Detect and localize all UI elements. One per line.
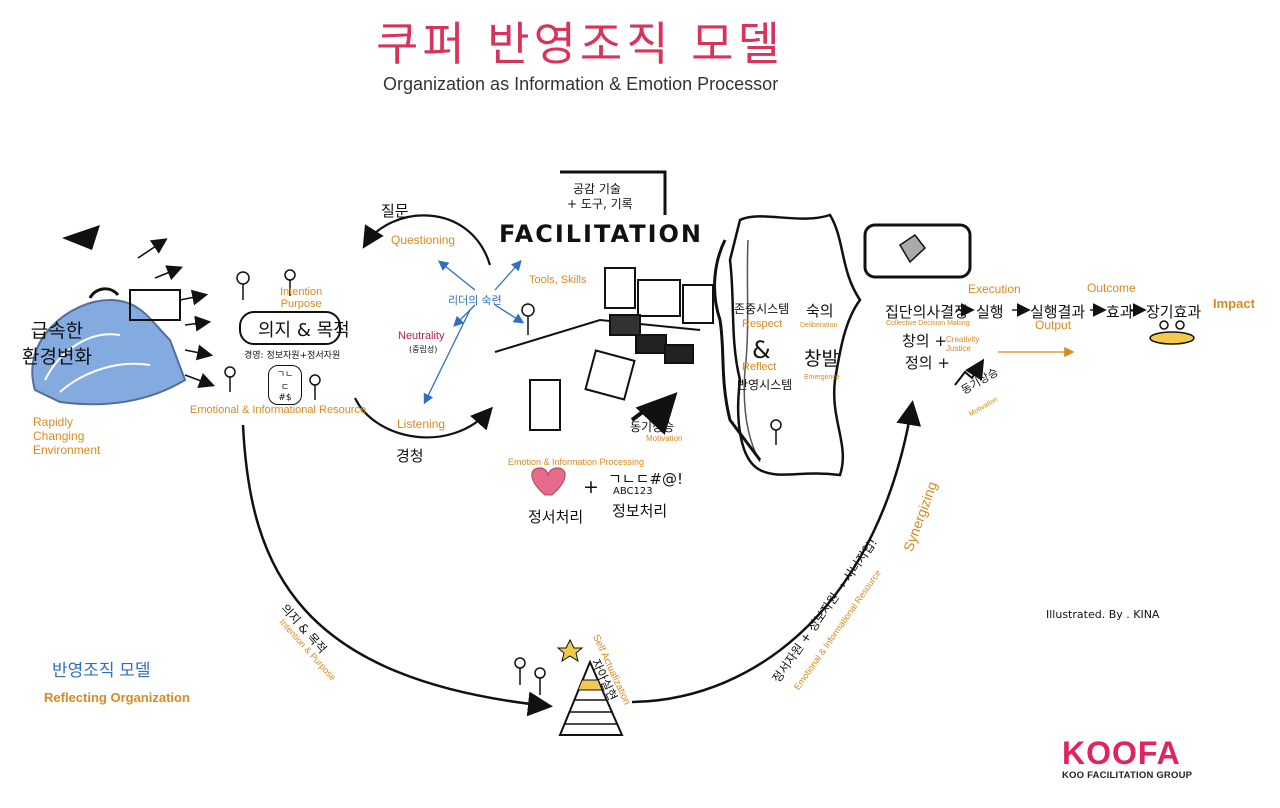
neutrality-en: Neutrality <box>398 330 445 342</box>
deliberation-ko: 숙의 <box>806 302 834 320</box>
symbols-line2: ABC123 <box>613 486 653 497</box>
tools-skills-en: Tools, Skills <box>529 274 587 286</box>
reflect-en: Reflect <box>742 361 777 373</box>
page-subtitle: Organization as Information & Emotion Pr… <box>383 74 779 94</box>
stick-figures <box>224 269 782 695</box>
facilitation-motivation-en: Motivation <box>646 434 683 443</box>
listening-arrow <box>354 397 493 439</box>
questioning-arrow <box>362 214 492 266</box>
page-title: 쿠퍼 반영조직 모델 <box>376 17 784 71</box>
info-processing-ko: 정보처리 <box>612 502 668 520</box>
facilitation-title: FACILITATION <box>499 220 703 248</box>
listening-en: Listening <box>397 417 446 431</box>
intention-badge: ㄱㄴㄷ #$ <box>268 365 302 405</box>
emotion-processing-ko: 정서처리 <box>528 508 584 526</box>
impact-group-icon <box>1149 331 1195 345</box>
plus-sign: + <box>583 476 599 498</box>
intention-box-outline <box>239 311 341 345</box>
environment-ko: 급속한 환경변화 <box>22 318 92 370</box>
outcome-en: Outcome <box>1087 281 1136 295</box>
questioning-ko: 질문 <box>381 202 409 220</box>
creativity-en: Creativity <box>946 335 980 344</box>
heart-icon <box>531 467 566 496</box>
intention-box-subtitle: 경영: 정보자원+정서자원 <box>244 351 341 361</box>
decision-motivation-arrow <box>954 358 985 386</box>
justice-ko: 정의 + <box>905 354 950 372</box>
justice-en: Justice <box>946 344 971 353</box>
output-en: Output <box>1035 318 1072 332</box>
output-ko: 실행결과 <box>1030 303 1086 321</box>
environment-ko-line2: 환경변화 <box>22 346 92 368</box>
leader-skill-arrows <box>423 260 525 405</box>
intention-purpose-en: Intention Purpose <box>280 286 322 310</box>
symbols-line1: ㄱㄴㄷ#@! <box>608 470 683 488</box>
neutrality-ko: (중립성) <box>409 345 438 354</box>
creativity-ko: 창의 + <box>902 332 947 350</box>
emergence-en: Emergence <box>804 374 840 381</box>
wave-illustration <box>31 225 187 406</box>
processing-en: Emotion & Information Processing <box>508 457 645 467</box>
motivation-arrow <box>630 392 678 436</box>
collective-decision-en: Collective Decision Making <box>886 320 970 327</box>
execution-en: Execution <box>968 282 1021 296</box>
respect-system-ko: 존중시스템 <box>734 302 790 316</box>
leader-skill-center: 리더의 숙련 <box>448 295 502 307</box>
impact-en: Impact <box>1213 296 1255 311</box>
deliberation-en: Deliberation <box>800 322 838 329</box>
facilitation-note-2: + 도구, 기록 <box>567 197 633 211</box>
intention-en-line2: Purpose <box>280 298 322 310</box>
collective-decision-ko: 집단의사결정 <box>885 303 968 321</box>
intention-resource-en: Emotional & Informational Resource <box>190 404 367 416</box>
facilitation-note-1: 공감 기술 <box>573 182 621 196</box>
long-term-effect-ko: 장기효과 <box>1146 303 1202 321</box>
emergence-ko: 창발 <box>804 348 839 370</box>
loop-arrow-right <box>631 400 922 704</box>
environment-ko-line1: 급속한 <box>30 320 84 342</box>
ampersand: & <box>752 336 771 364</box>
environment-en-line2: Changing <box>33 429 85 443</box>
facilitation-bubble <box>560 170 667 215</box>
environment-en: Rapidly Changing Environment <box>33 415 100 457</box>
illustrator-credit: Illustrated. By . KINA <box>1046 608 1160 621</box>
koofa-logo: KOOFA <box>1062 735 1181 771</box>
outcome-ko: 효과 <box>1106 303 1134 321</box>
intention-box-title: 의지 & 목적 <box>258 320 350 341</box>
execution-ko: 실행 <box>976 303 1004 321</box>
listening-ko: 경청 <box>396 447 424 465</box>
environment-arrows <box>137 238 216 389</box>
reflect-system-ko: 반영시스템 <box>737 378 793 392</box>
respect-en: Respect <box>742 318 783 330</box>
facilitation-motivation-ko: 동기상승 <box>630 420 675 434</box>
environment-en-line3: Environment <box>33 443 101 457</box>
questioning-en: Questioning <box>391 233 456 247</box>
reflect-system-shape <box>713 213 862 477</box>
koofa-logo-block: KOOFA KOO FACILITATION GROUP <box>1062 736 1210 792</box>
pyramid-icon <box>556 638 624 736</box>
creativity-justice-en: Creativity Justice <box>946 335 979 353</box>
model-name-ko: 반영조직 모델 <box>52 661 151 680</box>
airplane-icon <box>62 225 100 250</box>
koofa-logo-subtitle: KOO FACILITATION GROUP <box>1062 770 1193 781</box>
facilitation-room <box>494 267 714 431</box>
intention-en-line1: Intention <box>280 286 323 298</box>
environment-en-line1: Rapidly <box>33 415 74 429</box>
model-name-en: Reflecting Organization <box>44 690 190 705</box>
loop-arrow-left <box>241 424 553 717</box>
